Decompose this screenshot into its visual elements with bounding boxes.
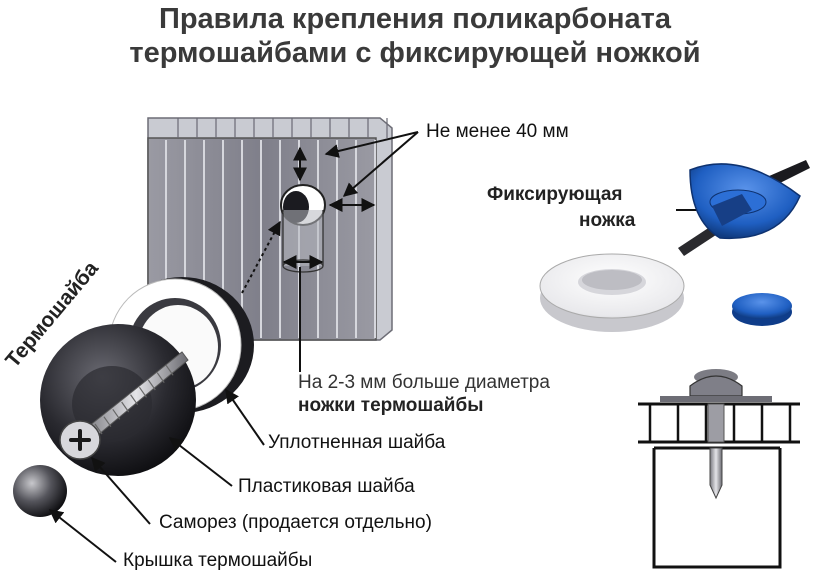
label-plastic-washer: Пластиковая шайба xyxy=(238,476,415,497)
label-hole-diameter-1: На 2-3 мм больше диаметра xyxy=(298,372,550,393)
label-fixing-leg-2: ножка xyxy=(579,210,636,231)
title-line-2: термошайбами с фиксирующей ножкой xyxy=(129,37,701,69)
thermowasher-cap xyxy=(13,465,67,517)
label-hole-diameter-2: ножки термошайбы xyxy=(298,395,484,416)
label-fixing-leg-1: Фиксирующая xyxy=(487,184,623,205)
double-arrow-icon xyxy=(282,131,419,372)
label-cap: Крышка термошайбы xyxy=(123,550,313,571)
plastic-washer xyxy=(40,324,196,476)
white-washer xyxy=(539,253,685,332)
cross-section xyxy=(638,369,800,569)
label-screw: Саморез (продается отдельно) xyxy=(159,512,432,533)
title-line-1: Правила крепления поликарбоната xyxy=(158,3,672,35)
label-min-distance: Не менее 40 мм xyxy=(426,121,569,142)
label-sealing-washer: Уплотненная шайба xyxy=(268,432,446,453)
blue-thermowasher xyxy=(678,160,810,256)
phillips-cross-icon xyxy=(69,429,91,451)
screw xyxy=(59,351,189,460)
blue-cap xyxy=(732,293,792,326)
